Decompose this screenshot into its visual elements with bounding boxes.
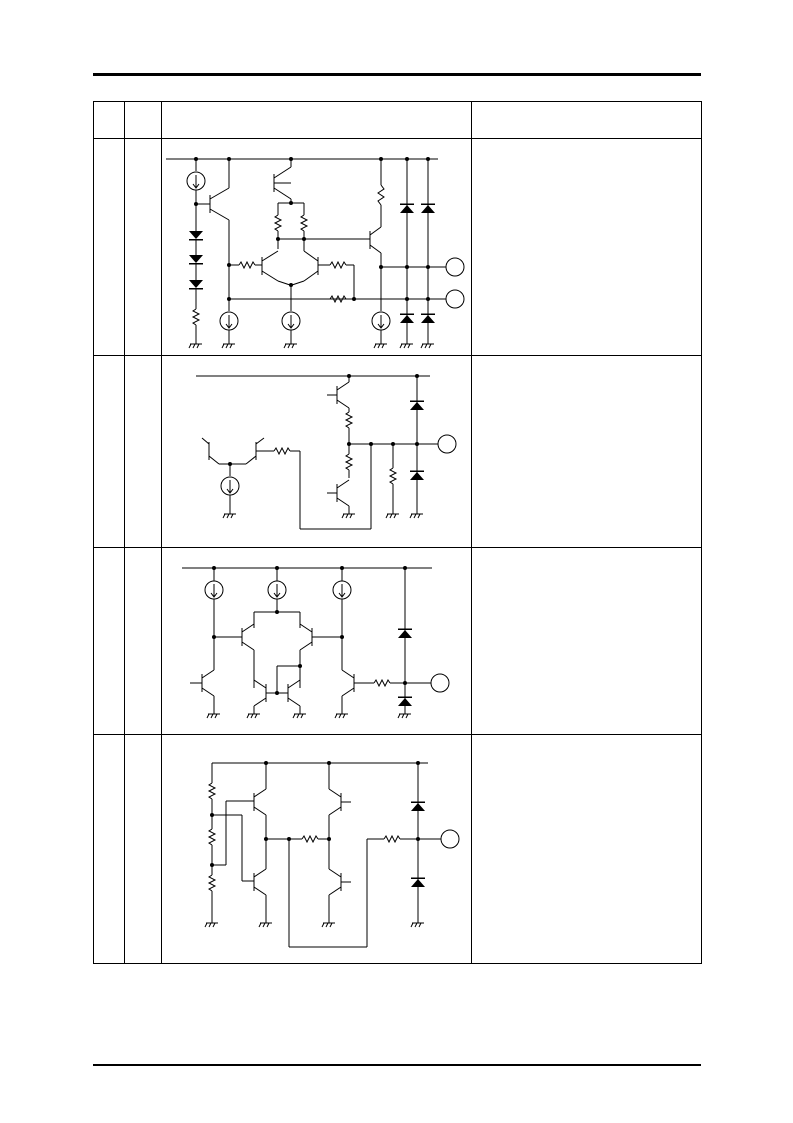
pin-terminal-icon xyxy=(445,289,465,309)
table-row xyxy=(93,138,702,356)
pin-no-cell xyxy=(93,138,125,356)
description-cell xyxy=(471,138,702,356)
header-pin-name xyxy=(124,101,162,139)
pin-name-cell xyxy=(124,734,162,964)
pin-name-cell xyxy=(124,547,162,735)
header-pin-no xyxy=(93,101,125,139)
description-cell xyxy=(471,355,702,548)
pin-terminal-icon xyxy=(440,829,460,849)
table-header-row xyxy=(93,101,702,139)
equivalent-circuit-3 xyxy=(182,566,450,719)
circuit-cell xyxy=(161,138,472,356)
circuit-cell xyxy=(161,355,472,548)
description-cell xyxy=(471,734,702,964)
table-row xyxy=(93,355,702,548)
equivalent-circuit-1 xyxy=(166,157,465,349)
pin-name-cell xyxy=(124,138,162,356)
description-cell xyxy=(471,547,702,735)
pin-terminal-icon xyxy=(437,434,457,454)
footer-rule xyxy=(93,1064,701,1066)
header-equivalent-circuit xyxy=(161,101,472,139)
circuit-cell xyxy=(161,547,472,735)
pin-terminal-icon xyxy=(445,257,465,277)
equivalent-circuit-4 xyxy=(204,761,460,948)
circuit-cell xyxy=(161,734,472,964)
pin-no-cell xyxy=(93,355,125,548)
equivalent-circuit-2 xyxy=(196,374,457,530)
header-rule xyxy=(93,73,701,76)
pin-no-cell xyxy=(93,734,125,964)
pin-no-cell xyxy=(93,547,125,735)
pin-description-table xyxy=(93,101,702,964)
table-row xyxy=(93,547,702,735)
header-description xyxy=(471,101,702,139)
table-row xyxy=(93,734,702,964)
pin-terminal-icon xyxy=(430,673,450,693)
pin-name-cell xyxy=(124,355,162,548)
